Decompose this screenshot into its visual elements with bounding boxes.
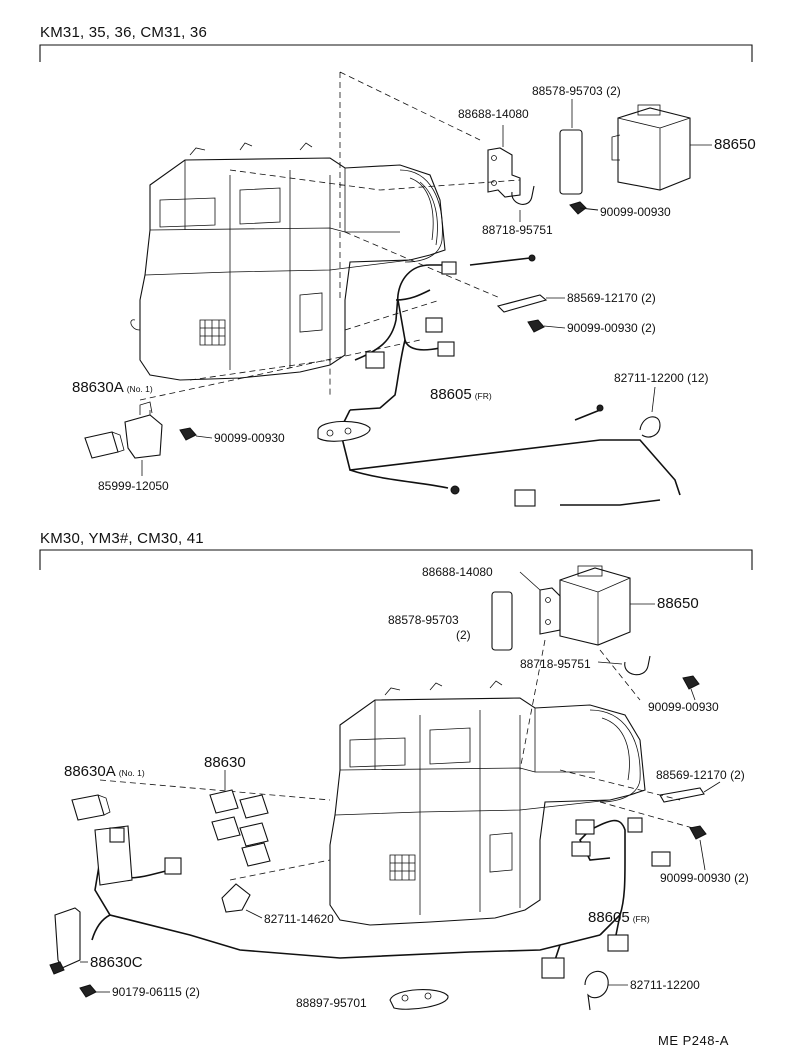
label-82711-14620: 82711-14620 bbox=[264, 912, 334, 926]
label-88688-14080-2: 88688-14080 bbox=[422, 565, 493, 579]
heater-unit-1 bbox=[130, 142, 446, 381]
label-82711-12200-12: 82711-12200 (12) bbox=[614, 371, 709, 385]
section-1-header: KM31, 35, 36, CM31, 36 bbox=[40, 24, 207, 41]
harness-88605-1 bbox=[317, 254, 681, 507]
label-82711-12200: 82711-12200 bbox=[630, 978, 700, 992]
label-88630c: 88630C bbox=[90, 954, 143, 971]
label-90099-00930-a: 90099-00930 bbox=[600, 205, 671, 219]
grommet-88897 bbox=[389, 989, 449, 1010]
clip-82711-12200 bbox=[584, 970, 609, 1011]
label-88897-95701: 88897-95701 bbox=[296, 996, 367, 1010]
clamp-88718-1 bbox=[511, 185, 535, 205]
label-88718-95751-2: 88718-95751 bbox=[520, 657, 591, 671]
connector-85999-1 bbox=[124, 401, 163, 459]
page-code: ME P248-A bbox=[658, 1033, 729, 1048]
screw-90099-5 bbox=[689, 825, 707, 871]
label-90099-00930-b: 90099-00930 (2) bbox=[567, 321, 656, 335]
nut-90179 bbox=[79, 984, 97, 998]
label-90099-00930-2a: 90099-00930 bbox=[648, 700, 719, 714]
gasket-88578-1 bbox=[559, 129, 583, 195]
screw-90099-3 bbox=[179, 427, 213, 441]
bracket-88569-1 bbox=[496, 294, 548, 313]
screw-90099-2 bbox=[527, 319, 566, 333]
heater-unit-2 bbox=[329, 680, 646, 926]
clamp-88718-2 bbox=[624, 655, 651, 676]
relay-88650-1 bbox=[611, 104, 691, 191]
bracket-88569-2 bbox=[659, 787, 705, 803]
sensor-88630a-1 bbox=[84, 431, 125, 459]
label-90099-00930-c: 90099-00930 bbox=[214, 431, 285, 445]
bracket-88630c bbox=[49, 907, 81, 975]
sensor-88630-group bbox=[209, 789, 271, 867]
relay-88650-2 bbox=[559, 565, 631, 646]
label-88569-12170-2: 88569-12170 (2) bbox=[656, 768, 745, 782]
label-90099-00930-2b: 90099-00930 (2) bbox=[660, 871, 749, 885]
label-88630: 88630 bbox=[204, 754, 246, 771]
label-88605: 88605(FR) bbox=[430, 386, 492, 403]
label-88718-95751: 88718-95751 bbox=[482, 223, 553, 237]
harness-88605-2 bbox=[91, 817, 671, 979]
label-88630a: 88630A(No. 1) bbox=[72, 379, 153, 396]
label-88605-2: 88605(FR) bbox=[588, 909, 650, 926]
label-90179-06115: 90179-06115 (2) bbox=[112, 985, 200, 999]
clip-82711-1 bbox=[639, 416, 661, 438]
label-88630a-2: 88630A(No. 1) bbox=[64, 763, 145, 780]
label-88578-95703-2: 88578-95703 bbox=[388, 613, 459, 627]
label-88650: 88650 bbox=[714, 136, 756, 153]
sensor-88630a-2 bbox=[71, 794, 111, 821]
bracket-88688-2 bbox=[539, 587, 561, 635]
label-88650-2: 88650 bbox=[657, 595, 699, 612]
screw-90099-4 bbox=[682, 675, 700, 701]
label-88569-12170: 88569-12170 (2) bbox=[567, 291, 656, 305]
label-85999-12050: 85999-12050 bbox=[98, 479, 169, 493]
clip-82711-14620 bbox=[221, 883, 251, 913]
gasket-88578-2 bbox=[491, 591, 513, 651]
label-88688-14080: 88688-14080 bbox=[458, 107, 529, 121]
section-2-header: KM30, YM3#, CM30, 41 bbox=[40, 530, 204, 547]
bracket-88688-1 bbox=[487, 147, 521, 198]
label-88578-qty: (2) bbox=[456, 628, 471, 642]
screw-90099-1 bbox=[569, 201, 599, 215]
label-88578-95703: 88578-95703 (2) bbox=[532, 84, 621, 98]
